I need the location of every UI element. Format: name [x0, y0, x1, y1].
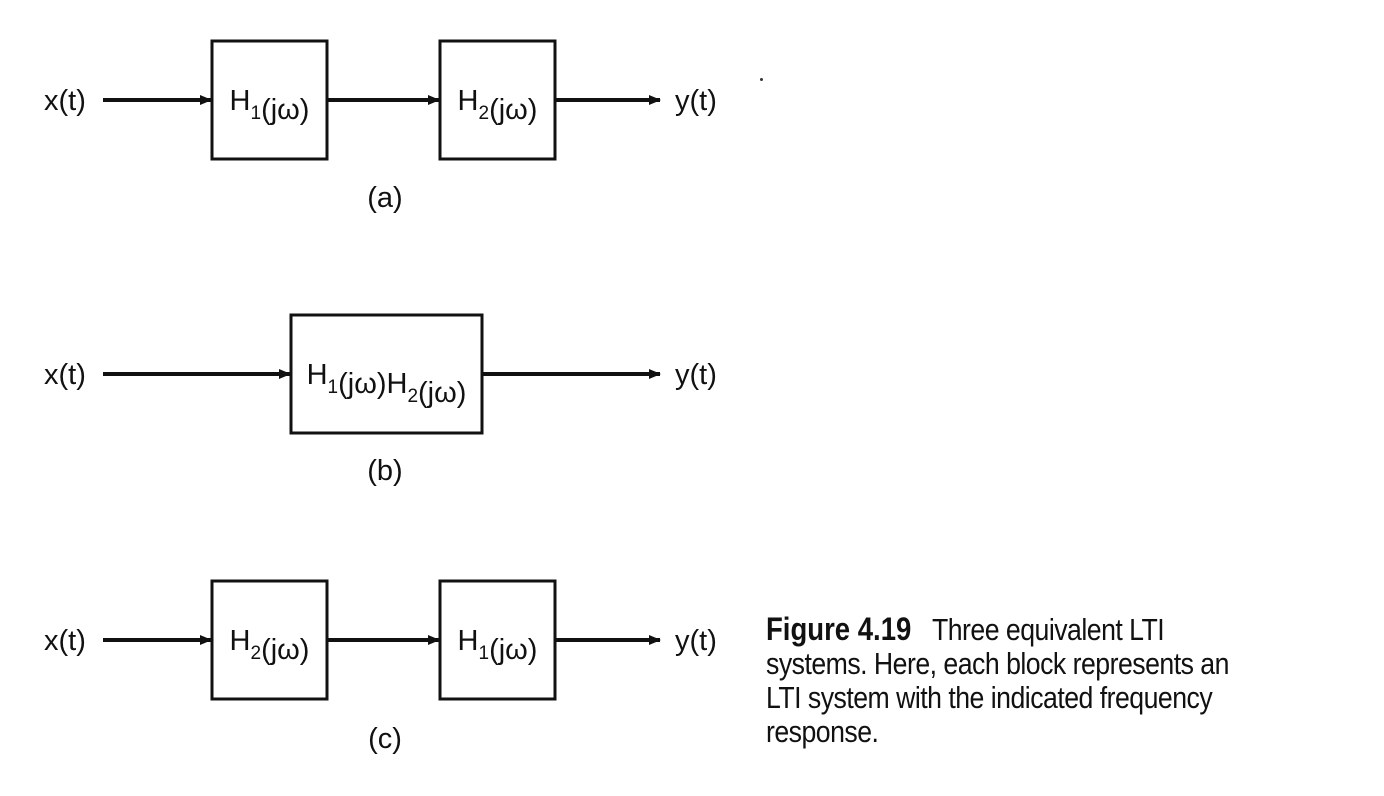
output-label: y(t): [675, 625, 717, 657]
stray-dot: [760, 78, 763, 81]
block-label: H1(jω): [458, 625, 538, 666]
block-label: H1(jω): [230, 85, 310, 126]
system-row-a: x(t) H1(jω) H2(jω) y(t) (a): [44, 39, 717, 214]
system-block: [438, 39, 557, 161]
figure-number: Figure 4.19: [766, 611, 912, 647]
system-block: [210, 579, 329, 701]
output-label: y(t): [675, 359, 717, 391]
input-label: x(t): [44, 625, 86, 657]
system-block: [210, 39, 329, 161]
block-label: H2(jω): [230, 625, 310, 666]
system-row-c: x(t) H2(jω) H1(jω) y(t) (c): [44, 579, 717, 755]
block-label: H2(jω): [458, 85, 538, 126]
input-label: x(t): [44, 359, 86, 391]
system-block: [289, 313, 484, 435]
subfigure-caption: (b): [367, 455, 402, 487]
block-label: H1(jω)H2(jω): [307, 359, 467, 409]
subfigure-caption: (a): [367, 182, 402, 214]
figure-caption-text: Three equivalent LTI systems. Here, each…: [766, 612, 1229, 749]
input-label: x(t): [44, 85, 86, 117]
system-block: [438, 579, 557, 701]
system-row-b: x(t) H1(jω)H2(jω) y(t) (b): [44, 313, 717, 487]
output-label: y(t): [675, 85, 717, 117]
subfigure-caption: (c): [368, 723, 402, 755]
